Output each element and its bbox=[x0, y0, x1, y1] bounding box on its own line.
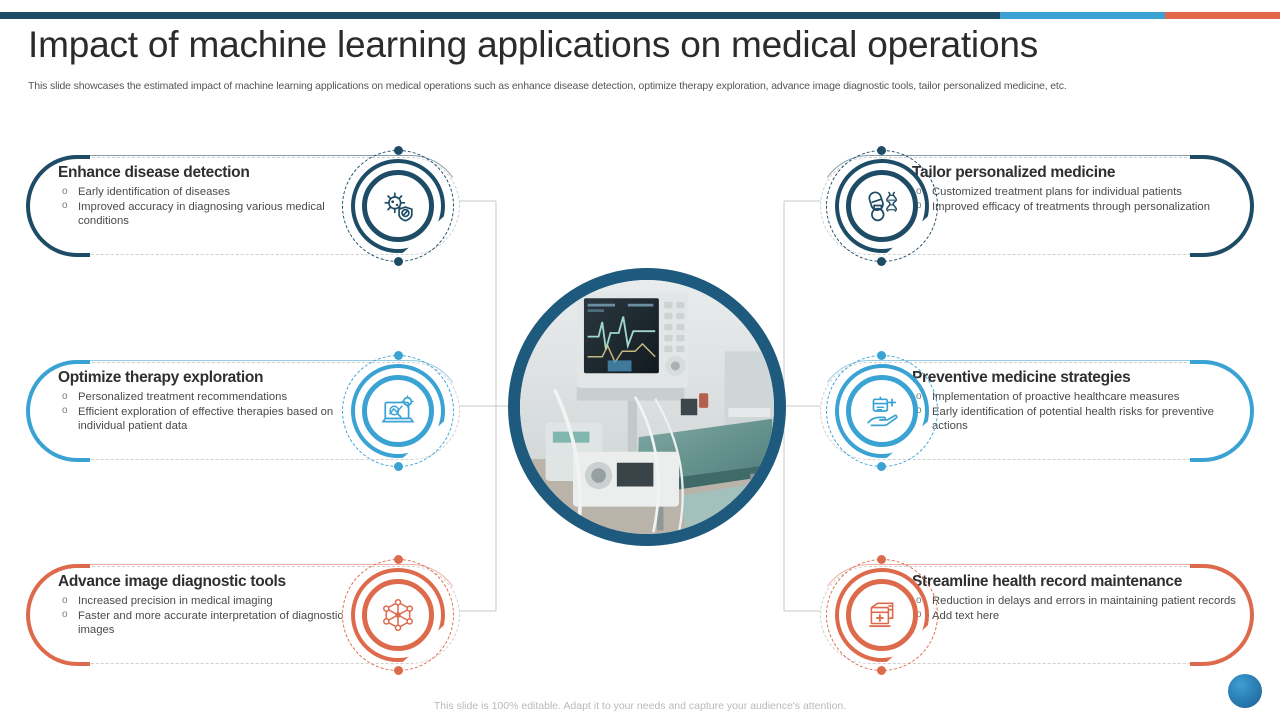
card-icon-medallion bbox=[342, 150, 454, 262]
medallion-outer-ring bbox=[351, 364, 445, 458]
card-bullet-list: Reduction in delays and errors in mainta… bbox=[912, 594, 1242, 623]
medallion-inner-ring bbox=[362, 579, 434, 651]
connector-dot-top bbox=[394, 351, 403, 360]
medallion-outer-ring bbox=[835, 159, 929, 253]
connector-dot-bottom bbox=[877, 462, 886, 471]
card-bullet-list: Customized treatment plans for individua… bbox=[912, 185, 1242, 214]
top-bar-segment-blue bbox=[1000, 12, 1165, 19]
medallion-inner-ring bbox=[846, 375, 918, 447]
medallion-inner-ring bbox=[362, 375, 434, 447]
virus-shield-icon bbox=[374, 182, 422, 230]
hand-care-icon bbox=[858, 387, 906, 435]
connector-dot-top bbox=[394, 146, 403, 155]
card-title: Advance image diagnostic tools bbox=[58, 573, 286, 590]
card-preventive-medicine-strategies[interactable]: Preventive medicine strategies Implement… bbox=[818, 351, 1254, 471]
connector-dot-bottom bbox=[394, 666, 403, 675]
medallion-outer-ring bbox=[351, 568, 445, 662]
connector-dot-top bbox=[877, 555, 886, 564]
card-title: Preventive medicine strategies bbox=[912, 369, 1131, 386]
card-text-block: Enhance disease detection Early identifi… bbox=[58, 164, 376, 229]
card-bullet: Early identification of potential health… bbox=[912, 404, 1242, 434]
medallion-inner-ring bbox=[362, 170, 434, 242]
card-tailor-personalized-medicine[interactable]: Tailor personalized medicine Customized … bbox=[818, 146, 1254, 266]
connector-dot-top bbox=[394, 555, 403, 564]
medallion-outer-ring bbox=[835, 568, 929, 662]
card-icon-medallion bbox=[342, 559, 454, 671]
card-optimize-therapy-exploration[interactable]: Optimize therapy exploration Personalize… bbox=[26, 351, 462, 471]
connector-dot-bottom bbox=[394, 257, 403, 266]
card-title: Streamline health record maintenance bbox=[912, 573, 1183, 590]
medical-records-icon bbox=[858, 591, 906, 639]
pill-dna-icon bbox=[858, 182, 906, 230]
page-subtitle: This slide showcases the estimated impac… bbox=[28, 80, 1067, 92]
medallion-outer-ring bbox=[835, 364, 929, 458]
card-bullet: Improved efficacy of treatments through … bbox=[912, 199, 1242, 215]
card-advance-image-diagnostic-tools[interactable]: Advance image diagnostic tools Increased… bbox=[26, 555, 462, 675]
card-enhance-disease-detection[interactable]: Enhance disease detection Early identifi… bbox=[26, 146, 462, 266]
card-bullet: Increased precision in medical imaging bbox=[58, 594, 376, 609]
card-bullet: Reduction in delays and errors in mainta… bbox=[912, 594, 1242, 609]
card-bullet-list: Personalized treatment recommendations E… bbox=[58, 390, 376, 434]
card-icon-medallion bbox=[342, 355, 454, 467]
card-bullet: Faster and more accurate interpretation … bbox=[58, 608, 376, 638]
page-title: Impact of machine learning applications … bbox=[28, 24, 1038, 65]
card-bullet: Efficient exploration of effective thera… bbox=[58, 404, 376, 434]
card-bullet: Add text here bbox=[912, 608, 1242, 624]
corner-decoration-dot bbox=[1228, 674, 1262, 708]
medallion-outer-ring bbox=[351, 159, 445, 253]
card-icon-medallion bbox=[826, 150, 938, 262]
network-nodes-icon bbox=[374, 591, 422, 639]
card-text-block: Optimize therapy exploration Personalize… bbox=[58, 369, 376, 434]
connector-dot-bottom bbox=[877, 666, 886, 675]
card-bullet: Implementation of proactive healthcare m… bbox=[912, 390, 1242, 405]
medallion-inner-ring bbox=[846, 579, 918, 651]
top-accent-bar bbox=[0, 12, 1280, 19]
card-bullet-list: Early identification of diseases Improve… bbox=[58, 185, 376, 229]
card-title: Tailor personalized medicine bbox=[912, 164, 1116, 181]
card-bullet: Improved accuracy in diagnosing various … bbox=[58, 199, 376, 229]
card-bullet: Early identification of diseases bbox=[58, 185, 376, 200]
card-title: Optimize therapy exploration bbox=[58, 369, 264, 386]
connector-dot-top bbox=[877, 146, 886, 155]
top-bar-segment-navy bbox=[0, 12, 1000, 19]
card-bullet: Customized treatment plans for individua… bbox=[912, 185, 1242, 200]
card-bullet-list: Implementation of proactive healthcare m… bbox=[912, 390, 1242, 434]
connector-dot-bottom bbox=[394, 462, 403, 471]
card-icon-medallion bbox=[826, 559, 938, 671]
card-title: Enhance disease detection bbox=[58, 164, 250, 181]
card-streamline-health-record-maintenance[interactable]: Streamline health record maintenance Red… bbox=[818, 555, 1254, 675]
card-text-block: Streamline health record maintenance Red… bbox=[912, 573, 1242, 623]
footer-note: This slide is 100% editable. Adapt it to… bbox=[433, 700, 847, 712]
screen-analysis-icon bbox=[374, 387, 422, 435]
top-bar-segment-orange bbox=[1165, 12, 1280, 19]
connector-dot-top bbox=[877, 351, 886, 360]
card-icon-medallion bbox=[826, 355, 938, 467]
card-text-block: Preventive medicine strategies Implement… bbox=[912, 369, 1242, 434]
center-hospital-photo bbox=[508, 268, 786, 546]
medallion-inner-ring bbox=[846, 170, 918, 242]
icu-scene-illustration bbox=[520, 280, 774, 534]
card-text-block: Advance image diagnostic tools Increased… bbox=[58, 573, 376, 638]
connector-dot-bottom bbox=[877, 257, 886, 266]
card-bullet-list: Increased precision in medical imaging F… bbox=[58, 594, 376, 638]
card-bullet: Personalized treatment recommendations bbox=[58, 390, 376, 405]
card-text-block: Tailor personalized medicine Customized … bbox=[912, 164, 1242, 214]
